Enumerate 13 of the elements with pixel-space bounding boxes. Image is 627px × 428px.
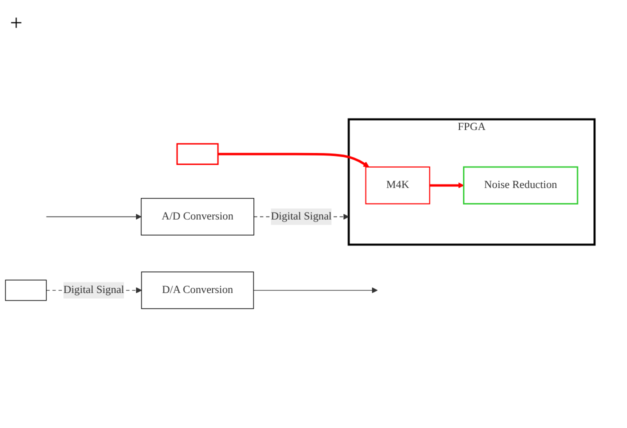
plus-sign: + (10, 10, 22, 36)
arrow (253, 287, 378, 294)
node-box (176, 143, 219, 165)
arrow (430, 182, 464, 188)
node-box: M4K (365, 166, 430, 204)
edge-label: Digital Signal (63, 284, 124, 296)
edge-label: Digital Signal (270, 210, 332, 222)
node-box: D/A Conversion (141, 272, 254, 310)
node-box: Noise Reduction (463, 166, 578, 204)
node-box: A/D Conversion (140, 198, 254, 236)
arrow (46, 214, 142, 220)
arrow (218, 152, 370, 168)
node-box (5, 280, 47, 301)
